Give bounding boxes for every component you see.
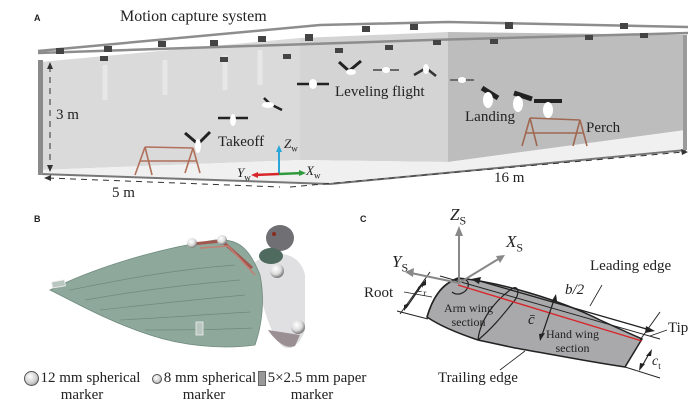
bird-icon	[413, 64, 437, 77]
pigeon-wing	[49, 239, 263, 348]
bird-icon	[450, 77, 474, 83]
axis-y-world-label: Yw	[237, 165, 251, 183]
axis-x-world-label: Xw	[306, 163, 321, 181]
pigeon-head	[266, 225, 294, 251]
perch-label: Perch	[586, 120, 621, 136]
bird-icon	[513, 90, 533, 112]
leading-edge-label: Leading edge	[590, 258, 672, 274]
bird-icon	[373, 67, 399, 73]
panel-b-letter: B	[34, 214, 41, 224]
left-wall-edge	[38, 60, 43, 175]
takeoff-perch	[134, 146, 201, 176]
tip-chord-label: ct	[652, 354, 661, 371]
panel-a-letter: A	[34, 13, 41, 23]
bird-icon	[218, 114, 248, 126]
large-sphere-icon	[23, 371, 39, 387]
trailing-edge-label: Trailing edge	[438, 370, 518, 386]
axis-z-body-label: ZS	[450, 205, 467, 228]
height-label: 3 m	[56, 107, 79, 123]
landing-label: Landing	[465, 109, 515, 125]
sphere-marker-12mm	[291, 320, 305, 334]
paper-rect-icon	[257, 371, 266, 387]
ceiling-rails	[37, 20, 689, 55]
sphere-marker-8mm	[187, 238, 197, 248]
takeoff-label: Takeoff	[218, 134, 265, 150]
landing-perch	[521, 117, 588, 147]
bird-icon	[184, 130, 212, 153]
legend-8mm-marker: 8 mm spherical marker	[144, 370, 264, 404]
world-axes	[251, 145, 306, 178]
motion-capture-title: Motion capture system	[120, 8, 267, 25]
small-sphere-icon	[151, 373, 162, 384]
panel-c-letter: C	[360, 214, 367, 224]
bird-icon	[480, 85, 500, 108]
back-wall	[40, 38, 300, 170]
axis-z-world-label: Zw	[284, 136, 298, 154]
sphere-marker-8mm	[217, 235, 227, 245]
bird-icon	[337, 59, 362, 75]
body-axes	[405, 226, 505, 284]
arm-hand-divider	[477, 287, 519, 341]
bird-icon	[297, 79, 329, 89]
half-span-label: b/2	[565, 282, 585, 298]
legend-paper-marker: 5×2.5 mm paper marker	[256, 370, 368, 404]
motion-capture-cameras	[56, 22, 648, 62]
dimension-lines	[47, 66, 685, 188]
paper-marker	[195, 321, 204, 336]
axis-x-body-label: XS	[506, 232, 524, 255]
mean-chord-label: c̄	[528, 312, 535, 328]
width-label: 5 m	[112, 185, 135, 201]
root-chord-label: cr	[417, 281, 427, 298]
bird-icon	[534, 99, 562, 118]
end-wall	[448, 32, 686, 162]
back-wall-right	[300, 32, 448, 162]
legend-12mm-marker: 12 mm spherical marker	[16, 370, 148, 404]
tip-label: Tip	[668, 320, 689, 336]
length-label: 16 m	[494, 170, 525, 186]
floor	[40, 130, 686, 184]
bird-trajectory	[184, 59, 562, 153]
axis-y-body-label: YS	[392, 252, 409, 275]
root-label: Root	[364, 285, 394, 301]
bird-icon	[262, 97, 283, 112]
leveling-flight-label: Leveling flight	[335, 84, 425, 100]
half-span-arrow	[475, 279, 651, 331]
paper-marker	[51, 279, 66, 289]
sphere-marker-12mm	[270, 264, 284, 278]
